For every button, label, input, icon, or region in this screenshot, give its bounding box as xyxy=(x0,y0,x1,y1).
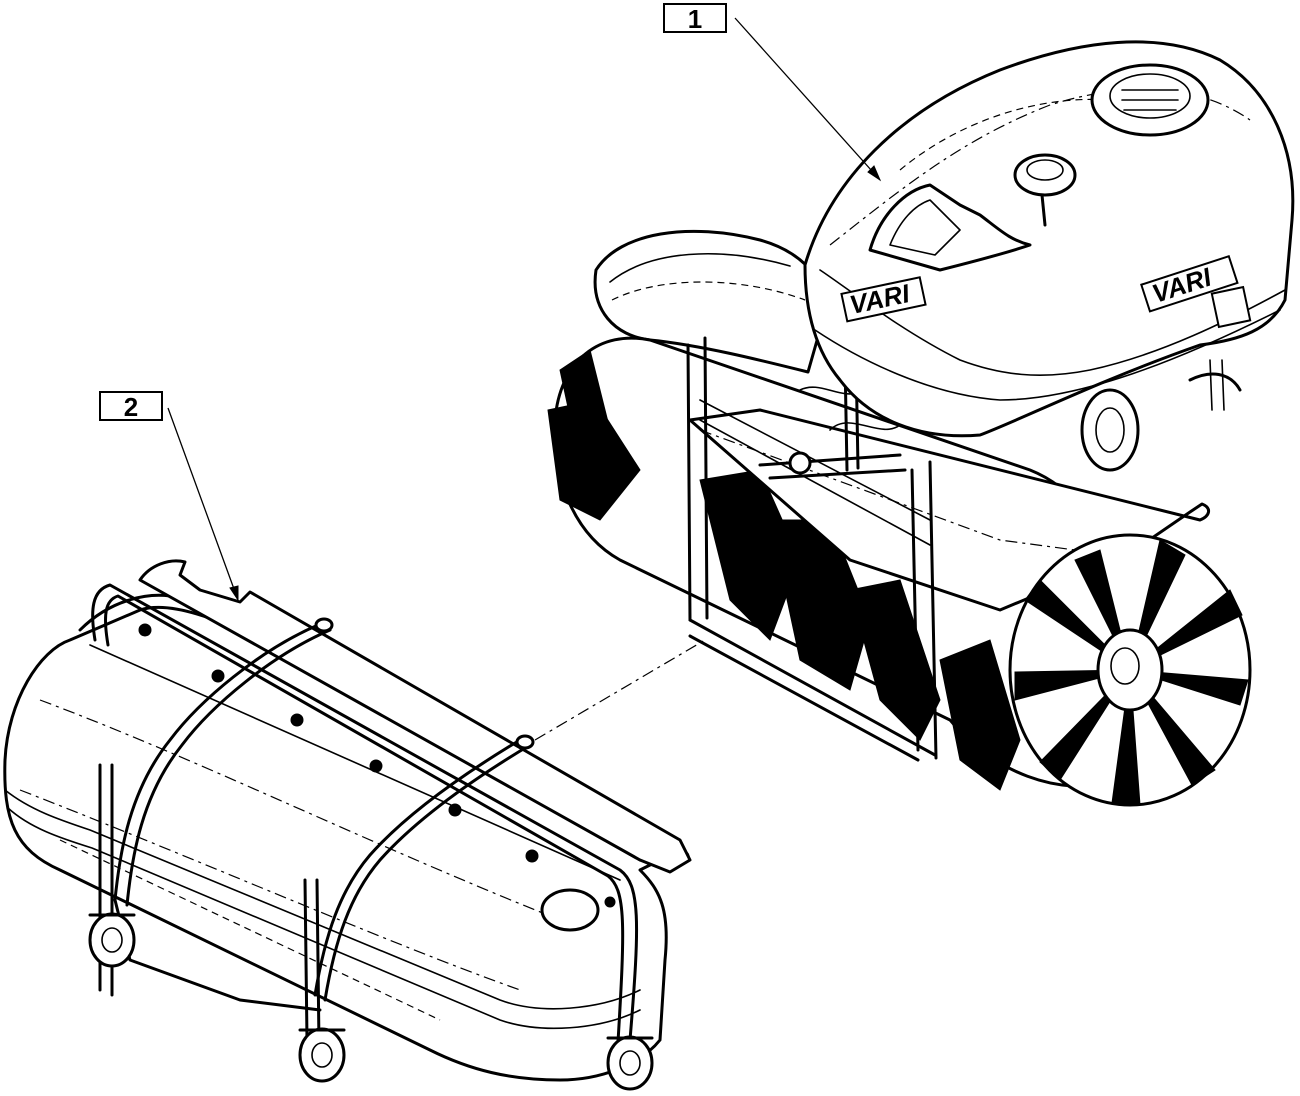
callout-1: 1 xyxy=(663,3,882,182)
collection-box xyxy=(3,559,692,1091)
svg-text:2: 2 xyxy=(124,392,138,422)
throttle-knob xyxy=(1013,153,1077,197)
leader-line-1 xyxy=(734,17,881,181)
linkage-rod xyxy=(758,386,907,480)
caster-wheel-left xyxy=(88,912,136,968)
svg-text:1: 1 xyxy=(688,4,702,34)
engine-cover xyxy=(803,40,1295,472)
leader-line-2 xyxy=(167,407,239,601)
alignment-line xyxy=(534,639,706,741)
brush-sweeper-assembly: VARI VARI xyxy=(547,40,1295,807)
warning-label xyxy=(1210,285,1252,329)
caster-wheel-middle xyxy=(298,1027,346,1083)
brush-end-rotor xyxy=(1008,533,1252,807)
mounting-frame xyxy=(686,336,938,762)
callout-2: 2 xyxy=(99,391,239,602)
caster-wheel-right xyxy=(606,1035,654,1091)
